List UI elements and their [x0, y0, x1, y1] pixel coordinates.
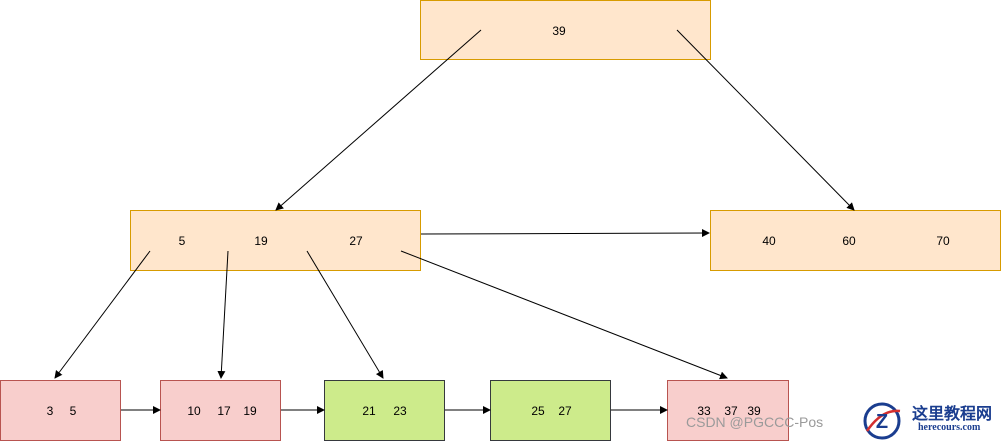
leaf-4-key-0: 25 — [531, 404, 545, 418]
logo-url: herecours.com — [918, 422, 981, 433]
leaf-1-key-1: 5 — [69, 404, 77, 418]
leaf-3-key-1: 23 — [393, 404, 407, 418]
leaf-node-3: 21 23 — [324, 380, 445, 441]
leaf-node-4: 25 27 — [490, 380, 611, 441]
internal-node-left: 5 19 27 — [130, 210, 421, 271]
edge-left-to-leaf-2 — [217, 250, 229, 379]
leaf-5-key-1: 37 — [724, 404, 738, 418]
leaf-node-1: 3 5 — [0, 380, 121, 441]
leaf-5-key-2: 39 — [747, 404, 761, 418]
leaf-node-5: 33 37 39 — [667, 380, 789, 441]
edge-left-to-right — [420, 229, 710, 238]
leaf-4-key-1: 27 — [558, 404, 572, 418]
edge-root-to-right — [676, 29, 855, 211]
leaf-node-2: 10 17 19 — [160, 380, 281, 441]
edge-left-to-leaf-1 — [54, 250, 151, 379]
internal-left-key-1: 19 — [254, 234, 268, 248]
edge-left-to-leaf-5 — [400, 250, 728, 380]
leaf-5-key-0: 33 — [697, 404, 711, 418]
svg-text:Z: Z — [876, 411, 888, 433]
logo-name: 这里教程网 — [912, 404, 993, 423]
leaf-3-key-0: 21 — [362, 404, 376, 418]
internal-left-key-0: 5 — [178, 234, 186, 248]
root-node: 39 — [420, 0, 711, 60]
logo-icon: Z — [863, 402, 901, 440]
leaf-2-key-1: 17 — [217, 404, 231, 418]
leaf-2-key-0: 10 — [187, 404, 201, 418]
internal-right-key-0: 40 — [762, 234, 776, 248]
leaf-1-key-0: 3 — [46, 404, 54, 418]
internal-right-key-1: 60 — [842, 234, 856, 248]
root-key-0: 39 — [552, 24, 566, 38]
internal-left-key-2: 27 — [349, 234, 363, 248]
edge-root-to-left — [275, 29, 482, 211]
internal-right-key-2: 70 — [936, 234, 950, 248]
leaf-2-key-2: 19 — [243, 404, 257, 418]
watermark-text: CSDN @PGCCC-Pos — [686, 414, 824, 430]
edge-left-to-leaf-3 — [306, 250, 384, 379]
